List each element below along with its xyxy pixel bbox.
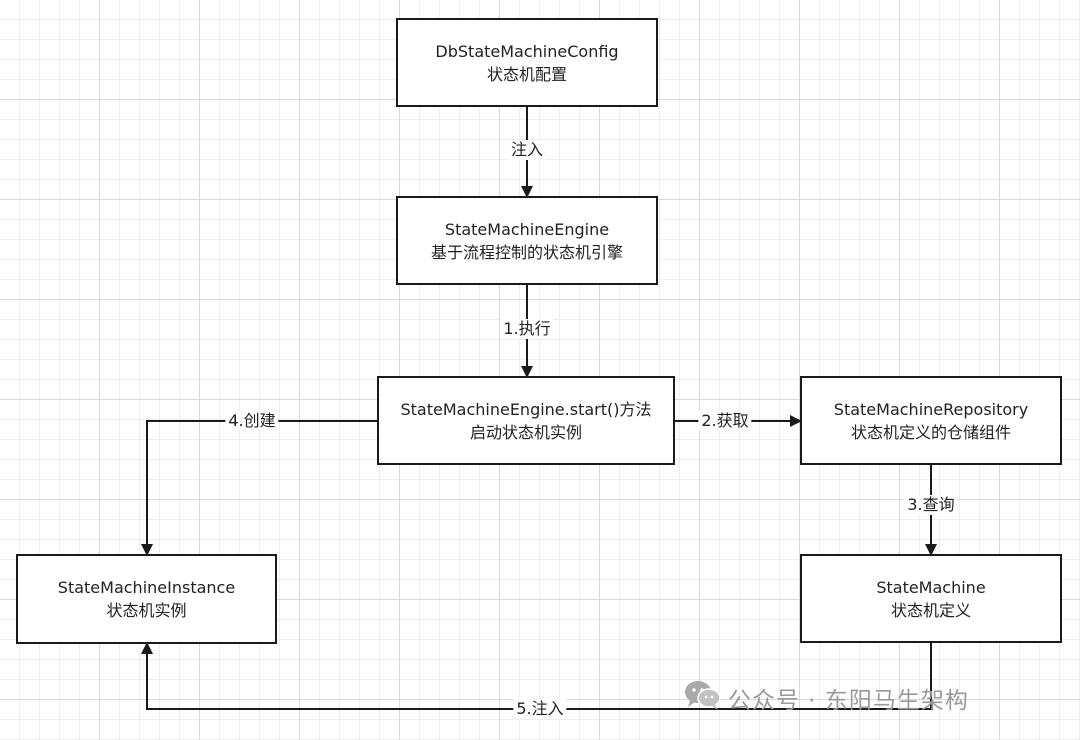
node-state-machine-instance[interactable]: StateMachineInstance 状态机实例	[16, 554, 277, 644]
node-subtitle: 状态机配置	[486, 64, 567, 84]
node-title: StateMachineInstance	[57, 578, 236, 597]
node-title: StateMachine	[876, 577, 986, 597]
node-state-machine-engine[interactable]: StateMachineEngine 基于流程控制的状态机引擎	[396, 196, 658, 285]
node-db-state-machine-config[interactable]: DbStateMachineConfig 状态机配置	[396, 18, 658, 107]
node-subtitle: 状态机实例	[106, 601, 187, 620]
node-title: StateMachineRepository	[833, 399, 1029, 419]
wechat-icon	[684, 679, 722, 717]
node-engine-start-method[interactable]: StateMachineEngine.start()方法 启动状态机实例	[377, 376, 675, 465]
edge-label-inject2: 5.注入	[513, 699, 567, 719]
node-title: StateMachineEngine.start()方法	[400, 399, 652, 419]
watermark-text: 公众号 · 东阳马生架构	[728, 688, 969, 714]
node-subtitle: 状态机定义的仓储组件	[850, 422, 1011, 442]
node-subtitle: 启动状态机实例	[469, 422, 582, 442]
node-subtitle: 基于流程控制的状态机引擎	[430, 242, 623, 262]
edge-label-query: 3.查询	[904, 495, 958, 515]
edge-label-create: 4.创建	[225, 411, 279, 431]
node-subtitle: 状态机定义	[890, 600, 971, 620]
edge-label-execute: 1.执行	[500, 319, 554, 339]
edge-label-fetch: 2.获取	[698, 411, 752, 431]
node-title: DbStateMachineConfig	[435, 41, 619, 61]
node-state-machine-repository[interactable]: StateMachineRepository 状态机定义的仓储组件	[800, 376, 1062, 465]
node-state-machine[interactable]: StateMachine 状态机定义	[800, 554, 1062, 643]
watermark: 公众号 · 东阳马生架构	[684, 679, 969, 717]
node-title: StateMachineEngine	[444, 219, 610, 239]
edge-create	[141, 420, 377, 556]
edge-label-inject: 注入	[507, 140, 547, 160]
